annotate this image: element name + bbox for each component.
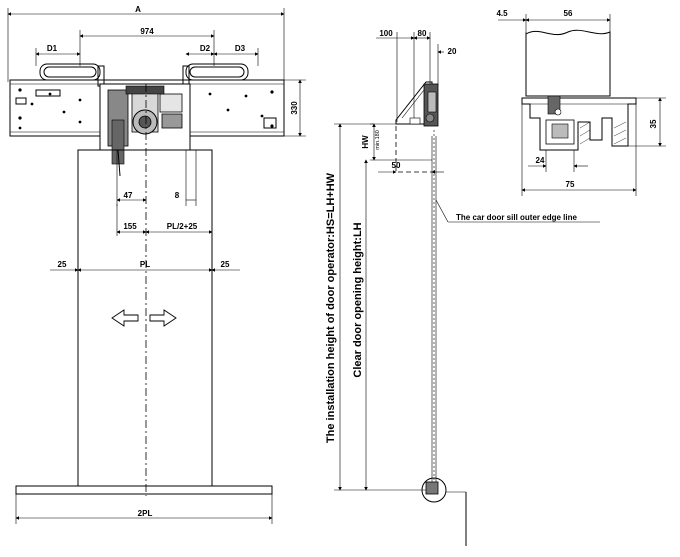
dim-25-left-label: 25 — [58, 260, 67, 269]
dim-hw-label: HW — [361, 135, 370, 149]
dim-2pl-label: 2PL — [138, 509, 153, 518]
sill-edge-label: The car door sill outer edge line — [456, 213, 577, 222]
dim-8-label: 8 — [175, 191, 180, 200]
dim-47-label: 47 — [124, 191, 133, 200]
clear-height-label: Clear door opening height:LH — [352, 222, 364, 377]
open-left-arrow-icon — [111, 309, 139, 327]
dim-d1-label: D1 — [47, 44, 58, 53]
front-view: A 974 D1 D2 D3 — [7, 5, 306, 524]
dim-pl-label: PL — [140, 260, 150, 269]
dim-56-label: 56 — [564, 9, 573, 18]
dim-min180-label: min.180 — [375, 130, 381, 150]
dim-pl-half-label: PL/2+25 — [167, 222, 198, 231]
install-height-label: The installation height of door operator… — [325, 172, 337, 443]
dim-974-label: 974 — [140, 27, 154, 36]
dim-20-label: 20 — [448, 47, 457, 56]
detail-view: 4.5 56 35 24 — [496, 9, 666, 196]
dim-80-label: 80 — [418, 29, 427, 38]
dim-35-label: 35 — [649, 119, 658, 128]
dim-25-right-label: 25 — [221, 260, 230, 269]
dim-4-5-label: 4.5 — [496, 9, 508, 18]
dim-155-label: 155 — [123, 222, 137, 231]
dim-24-label: 24 — [536, 156, 545, 165]
dim-d2-label: D2 — [200, 44, 211, 53]
dim-a-label: A — [135, 5, 141, 14]
dim-50-label: 50 — [392, 161, 401, 170]
dim-d3-label: D3 — [235, 44, 246, 53]
side-view: 100 80 20 HW min.180 50 — [325, 29, 600, 546]
dim-100-label: 100 — [379, 29, 393, 38]
dim-75-label: 75 — [566, 180, 575, 189]
open-right-arrow-icon — [149, 309, 177, 327]
dim-330-label: 330 — [290, 101, 299, 115]
